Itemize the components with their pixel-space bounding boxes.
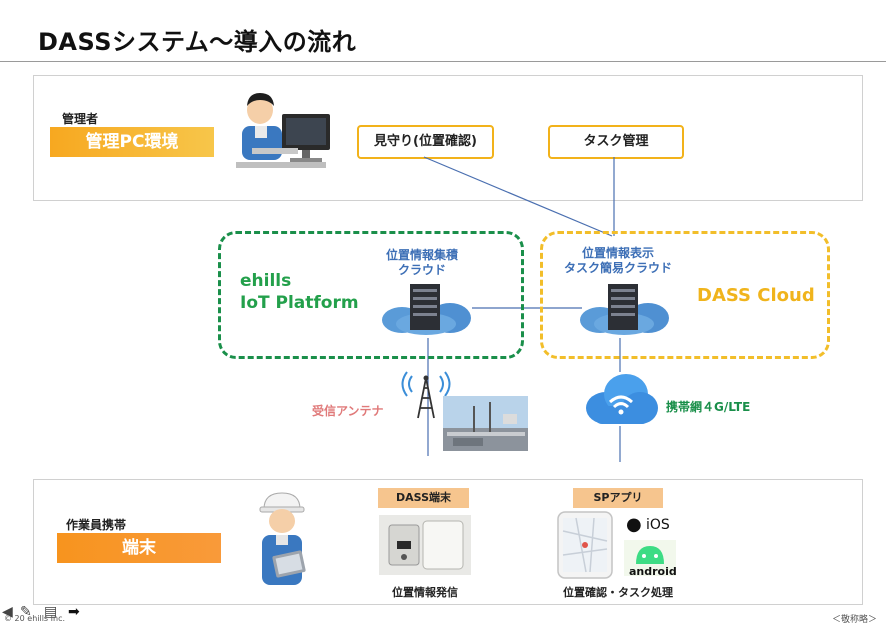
antenna-label: 受信アンテナ xyxy=(312,404,384,418)
dass-device-caption: 位置情報発信 xyxy=(392,586,458,599)
dass-cloud-box xyxy=(540,231,830,359)
apple-icon: ● xyxy=(626,514,642,535)
confidential-note: ＜敬称略＞ xyxy=(832,615,878,625)
dass-cloud-name: DASS Cloud xyxy=(697,285,815,306)
network-label: 携帯網４G/LTE xyxy=(666,400,751,414)
title-divider xyxy=(0,61,886,62)
sp-app-tag: SPアプリ xyxy=(573,488,663,508)
antenna-site-photo xyxy=(443,396,528,451)
next-arrow-icon[interactable]: ➡ xyxy=(68,604,80,620)
dass-cloud-line2: タスク簡易クラウド xyxy=(563,261,672,275)
monitor-location-box: 見守り(位置確認) xyxy=(357,125,494,159)
wifi-cloud-icon xyxy=(586,374,658,424)
monitor-to-dass-line xyxy=(423,156,613,237)
sp-app-caption: 位置確認・タスク処理 xyxy=(563,586,673,599)
worker-person-illustration xyxy=(259,492,306,585)
admin-pc-tag: 管理PC環境 xyxy=(50,127,214,157)
ehills-server-cloud-icon xyxy=(382,284,471,335)
dass-device-tag: DASS端末 xyxy=(378,488,469,508)
android-text: android xyxy=(629,565,677,578)
antenna-tower-icon xyxy=(401,371,451,419)
ehills-cloud-line1: 位置情報集積 xyxy=(385,248,458,262)
ios-text: iOS xyxy=(646,517,670,533)
admin-label: 管理者 xyxy=(62,112,99,126)
prev-arrow-icon[interactable]: ◀ xyxy=(2,604,13,620)
admin-person-illustration xyxy=(236,93,330,168)
ehills-name-line2: IoT Platform xyxy=(240,293,359,313)
task-management-box: タスク管理 xyxy=(548,125,684,159)
copyright-text: © 20 ehills Inc. xyxy=(4,614,66,623)
worker-device-tag: 端末 xyxy=(57,533,221,563)
worker-label: 作業員携帯 xyxy=(66,518,127,532)
ehills-cloud-line2: クラウド xyxy=(397,263,446,277)
android-icon xyxy=(624,540,676,576)
pen-icon[interactable]: ✎ xyxy=(20,604,32,620)
dass-server-cloud-icon xyxy=(580,284,669,335)
presentation-toolbar: ◀ ✎ ▤ ➡ xyxy=(2,604,92,622)
menu-icon[interactable]: ▤ xyxy=(44,604,58,620)
smartphone-map-icon xyxy=(557,511,613,579)
dass-device-photo xyxy=(379,515,471,575)
page-title: DASSシステム～導入の流れ xyxy=(38,28,357,56)
ehills-name-line1: ehills xyxy=(240,271,292,291)
ehills-platform-box xyxy=(218,231,524,359)
dass-cloud-line1: 位置情報表示 xyxy=(581,246,654,260)
